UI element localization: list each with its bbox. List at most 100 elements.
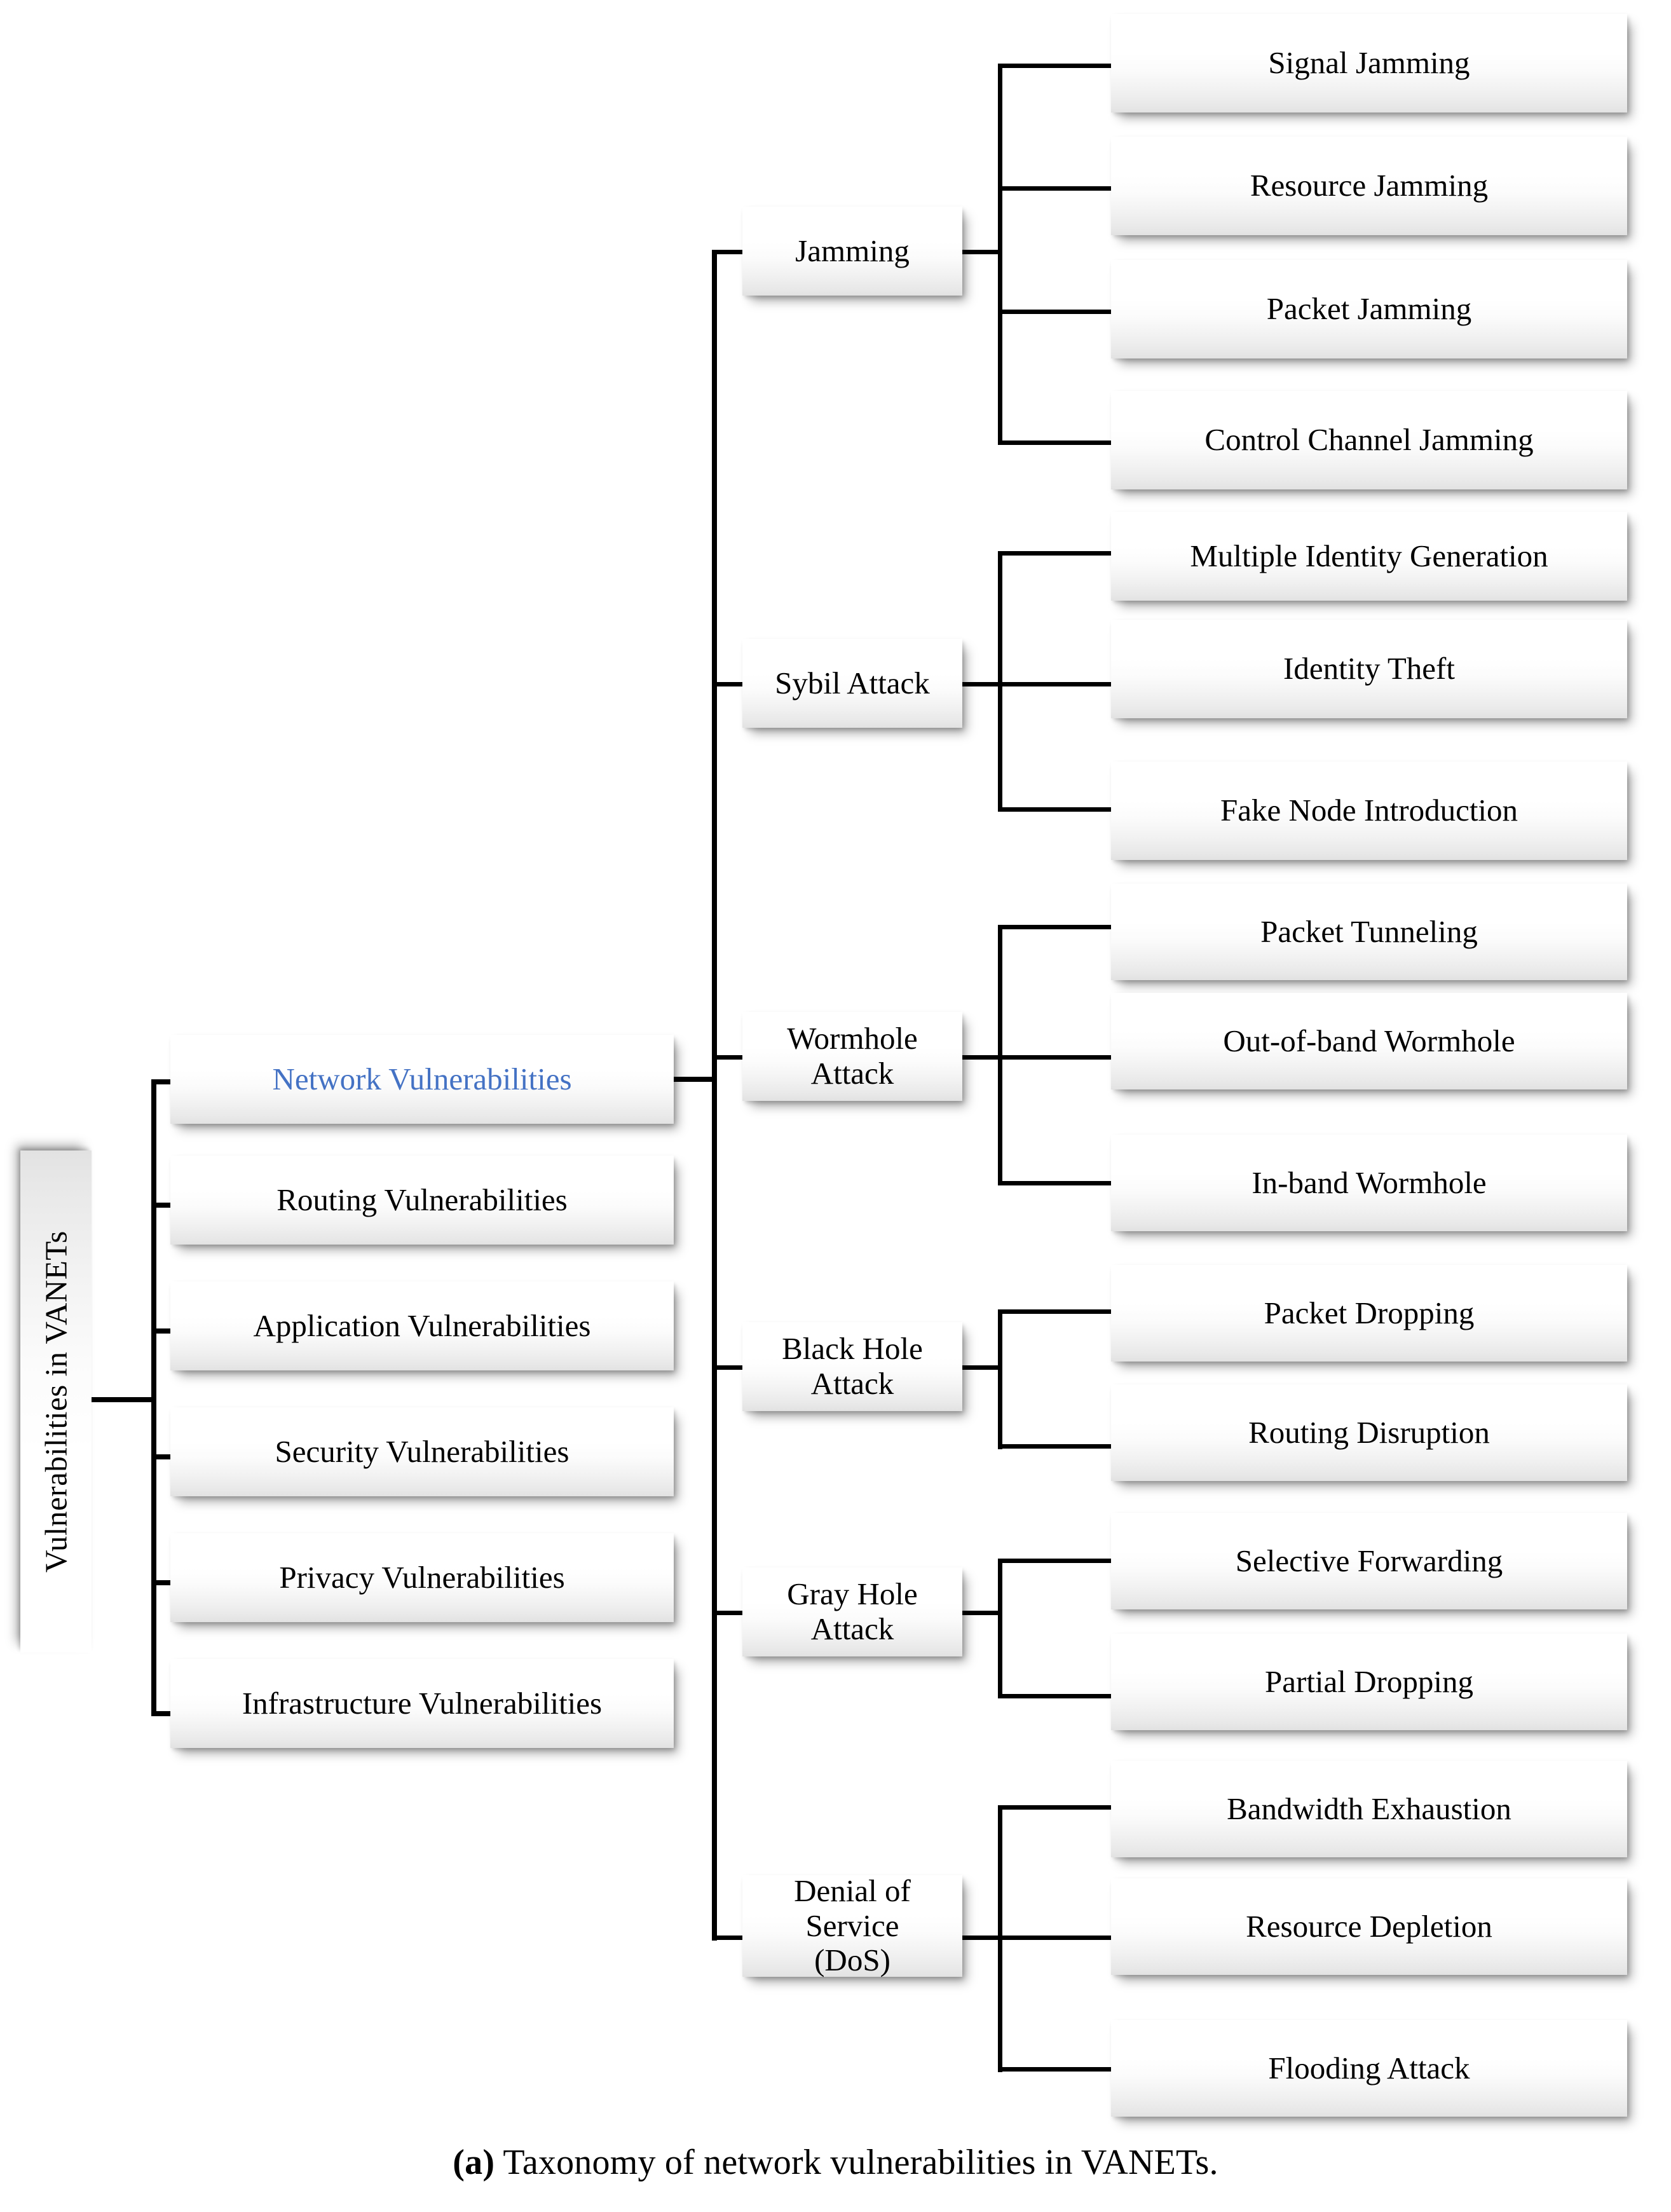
level2-node-jamming[interactable]: Jamming: [742, 207, 962, 296]
root-node-label: Vulnerabilities in VANETs: [38, 1231, 74, 1573]
connector-wormhole-child-1: [998, 1055, 1112, 1060]
level3-node-in-band-wormhole[interactable]: In-band Wormhole: [1111, 1135, 1627, 1231]
level2-node-wormhole-attack[interactable]: Wormhole Attack: [742, 1012, 962, 1101]
level3-node-bandwidth-exhaustion[interactable]: Bandwidth Exhaustion: [1111, 1761, 1627, 1857]
connector-level1-bus: [151, 1082, 156, 1716]
level3-node-label: Selective Forwarding: [1235, 1543, 1503, 1578]
connector-dos-child-0: [998, 1805, 1112, 1810]
level3-node-resource-jamming[interactable]: Resource Jamming: [1111, 137, 1627, 235]
level2-node-label: Wormhole Attack: [787, 1021, 918, 1091]
connector-jamming-child-1: [998, 186, 1112, 191]
level3-node-packet-dropping[interactable]: Packet Dropping: [1111, 1265, 1627, 1362]
connector-blackhole-bus: [998, 1309, 1002, 1449]
figure-caption: (a) Taxonomy of network vulnerabilities …: [0, 2142, 1671, 2183]
level3-node-label: Packet Dropping: [1264, 1295, 1475, 1330]
connector-level2-bus: [712, 250, 717, 1941]
level2-node-label-line2: (DoS): [814, 1942, 890, 1978]
level2-node-black-hole-attack[interactable]: Black Hole Attack: [742, 1322, 962, 1411]
level3-node-label: Packet Tunneling: [1260, 913, 1478, 949]
level1-node-security-vulnerabilities[interactable]: Security Vulnerabilities: [170, 1407, 674, 1496]
connector-wormhole-child-2: [998, 1181, 1112, 1185]
connector-jamming-bus: [998, 64, 1002, 445]
level3-node-label: Control Channel Jamming: [1204, 422, 1534, 458]
level1-node-network-vulnerabilities[interactable]: Network Vulnerabilities: [170, 1035, 674, 1124]
connector-level2-branch-grayhole: [712, 1611, 751, 1615]
level3-node-partial-dropping[interactable]: Partial Dropping: [1111, 1634, 1627, 1730]
level3-node-label: Resource Depletion: [1246, 1908, 1492, 1944]
level3-node-identity-theft[interactable]: Identity Theft: [1111, 620, 1627, 718]
connector-sybil-bus: [998, 551, 1002, 812]
connector-sybil-child-0: [998, 551, 1112, 556]
connector-grayhole-bus: [998, 1559, 1002, 1698]
connector-jamming-child-2: [998, 310, 1112, 314]
connector-level2-branch-jamming: [712, 250, 751, 254]
level1-node-label: Application Vulnerabilities: [253, 1307, 591, 1343]
connector-grayhole-child-1: [998, 1694, 1112, 1698]
level3-node-label: Signal Jamming: [1268, 45, 1470, 81]
connector-dos-stub: [962, 1936, 1002, 1940]
connector-sybil-child-1: [998, 682, 1112, 686]
connector-network-to-level2-stub: [672, 1077, 717, 1082]
connector-dos-child-1: [998, 1936, 1112, 1940]
level3-node-flooding-attack[interactable]: Flooding Attack: [1111, 2020, 1627, 2117]
connector-sybil-child-2: [998, 807, 1112, 812]
level3-node-label: Out-of-band Wormhole: [1223, 1023, 1515, 1058]
level3-node-routing-disruption[interactable]: Routing Disruption: [1111, 1384, 1627, 1481]
connector-level2-branch-wormhole: [712, 1055, 751, 1060]
connector-dos-child-2: [998, 2067, 1112, 2072]
connector-level2-branch-dos: [712, 1936, 751, 1940]
figure-caption-label: (a): [453, 2143, 495, 2182]
level2-node-sybil-attack[interactable]: Sybil Attack: [742, 639, 962, 728]
level3-node-label: Bandwidth Exhaustion: [1227, 1791, 1511, 1826]
level3-node-out-of-band-wormhole[interactable]: Out-of-band Wormhole: [1111, 993, 1627, 1089]
level3-node-packet-jamming[interactable]: Packet Jamming: [1111, 260, 1627, 358]
level1-node-label: Routing Vulnerabilities: [276, 1182, 568, 1217]
level2-node-denial-of-service[interactable]: Denial of Service (DoS): [742, 1873, 962, 1978]
connector-wormhole-child-0: [998, 925, 1112, 929]
connector-jamming-child-3: [998, 440, 1112, 445]
level1-node-label: Network Vulnerabilities: [272, 1061, 572, 1096]
level2-node-label: Black Hole Attack: [782, 1331, 923, 1401]
figure-caption-text: Taxonomy of network vulnerabilities in V…: [494, 2143, 1218, 2182]
level3-node-label: In-band Wormhole: [1252, 1164, 1487, 1200]
level2-node-label: Jamming: [795, 233, 910, 268]
connector-root-stub: [92, 1397, 155, 1402]
level3-node-packet-tunneling[interactable]: Packet Tunneling: [1111, 884, 1627, 980]
level3-node-label: Partial Dropping: [1265, 1663, 1473, 1699]
level3-node-label: Fake Node Introduction: [1220, 793, 1518, 828]
level3-node-label: Routing Disruption: [1248, 1414, 1490, 1450]
level3-node-resource-depletion[interactable]: Resource Depletion: [1111, 1878, 1627, 1975]
connector-sybil-stub: [962, 682, 1002, 686]
level3-node-label: Flooding Attack: [1268, 2050, 1470, 2086]
level3-node-fake-node-introduction[interactable]: Fake Node Introduction: [1111, 761, 1627, 860]
level1-node-infrastructure-vulnerabilities[interactable]: Infrastructure Vulnerabilities: [170, 1659, 674, 1748]
level3-node-multiple-identity-generation[interactable]: Multiple Identity Generation: [1111, 512, 1627, 601]
root-node[interactable]: Vulnerabilities in VANETs: [20, 1150, 92, 1653]
connector-jamming-child-0: [998, 64, 1112, 68]
level3-node-label: Identity Theft: [1283, 651, 1455, 686]
level3-node-control-channel-jamming[interactable]: Control Channel Jamming: [1111, 391, 1627, 489]
level2-node-gray-hole-attack[interactable]: Gray Hole Attack: [742, 1567, 962, 1656]
connector-level2-branch-blackhole: [712, 1365, 751, 1370]
connector-grayhole-stub: [962, 1611, 1002, 1615]
level1-node-label: Infrastructure Vulnerabilities: [242, 1685, 603, 1721]
level2-node-label: Gray Hole Attack: [787, 1576, 918, 1646]
connector-level2-branch-sybil: [712, 682, 751, 686]
level1-node-label: Security Vulnerabilities: [275, 1433, 570, 1469]
level3-node-label: Multiple Identity Generation: [1190, 538, 1548, 573]
level3-node-selective-forwarding[interactable]: Selective Forwarding: [1111, 1513, 1627, 1609]
level1-node-application-vulnerabilities[interactable]: Application Vulnerabilities: [170, 1281, 674, 1370]
level3-node-signal-jamming[interactable]: Signal Jamming: [1111, 14, 1627, 113]
level2-node-label-line1: Denial of Service: [794, 1873, 911, 1943]
level3-node-label: Resource Jamming: [1250, 168, 1489, 203]
connector-jamming-stub: [962, 250, 1002, 254]
connector-blackhole-child-0: [998, 1309, 1112, 1314]
connector-wormhole-stub: [962, 1055, 1002, 1060]
level3-node-label: Packet Jamming: [1266, 291, 1472, 327]
level1-node-privacy-vulnerabilities[interactable]: Privacy Vulnerabilities: [170, 1533, 674, 1622]
level1-node-routing-vulnerabilities[interactable]: Routing Vulnerabilities: [170, 1156, 674, 1245]
connector-blackhole-stub: [962, 1365, 1002, 1370]
level1-node-label: Privacy Vulnerabilities: [279, 1559, 565, 1595]
connector-blackhole-child-1: [998, 1444, 1112, 1449]
